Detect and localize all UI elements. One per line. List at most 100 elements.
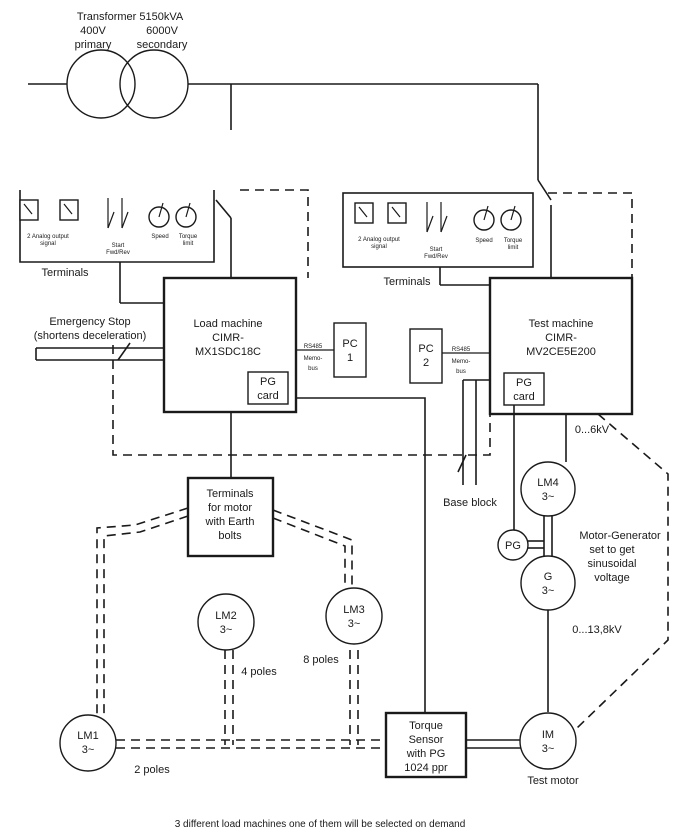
test-machine-inverter: Test machine CIMR- MV2CE5E200 PG card	[488, 276, 634, 416]
transformer-title: Transformer 5150kVA	[77, 11, 184, 23]
pc2-label: PC	[418, 343, 433, 355]
pc1-number: 1	[347, 352, 353, 364]
test-machine-contactor	[537, 179, 552, 201]
fwd-rev-label: Fwd/Rev	[106, 250, 130, 256]
motor-terminals-box: Terminals for motor with Earth bolts	[186, 412, 275, 558]
generator-label: G	[544, 571, 553, 583]
left-control-panel: 2 Analog output signal Start Fwd/Rev Spe…	[19, 190, 215, 304]
im-label: IM	[542, 729, 554, 741]
lm2-label: LM2	[215, 610, 236, 622]
motor-generator-note: voltage	[594, 572, 629, 584]
load-machine-inverter: Load machine CIMR- MX1SDC18C PG card	[162, 276, 298, 414]
test-motor: IM 3~	[519, 712, 577, 770]
torque-sensor-label: Sensor	[409, 734, 444, 746]
pg-card-label: PG	[260, 376, 276, 388]
pg-card-label: card	[513, 391, 534, 403]
im-phase: 3~	[542, 743, 555, 755]
voltage-0-6kv: 0...6kV	[575, 424, 610, 436]
base-block: Base block	[443, 379, 497, 509]
lm4-motor	[520, 461, 576, 517]
transformer-secondary-label: secondary	[137, 39, 188, 51]
lm1-motor: LM1 3~	[59, 714, 117, 772]
analog-output-label: signal	[371, 244, 387, 250]
load-machine-model-code: MX1SDC18C	[195, 346, 261, 358]
speed-label: Speed	[151, 234, 168, 240]
lm4-phase: 3~	[542, 491, 555, 503]
control-dashed-lines	[112, 189, 633, 456]
generator	[520, 555, 576, 611]
torque-label: Torque	[504, 238, 523, 244]
load-machine-contactor	[215, 199, 232, 219]
encoder-wiring	[296, 397, 515, 713]
pc1-bus-label: Memo-	[304, 356, 323, 362]
motor-generator-note: set to get	[589, 544, 634, 556]
pg-card-label: PG	[516, 377, 532, 389]
lm1-poles: 2 poles	[134, 764, 170, 776]
pc2-bus-label: Memo-	[452, 359, 471, 365]
base-block-label: Base block	[443, 497, 497, 509]
left-terminals-label: Terminals	[41, 267, 89, 279]
pc2: PC 2 RS485 Memo- bus	[409, 328, 490, 384]
pc2-bus-label: bus	[456, 369, 466, 375]
start-label: Start	[430, 247, 443, 253]
torque-sensor-label: Torque	[409, 720, 443, 732]
pc2-number: 2	[423, 357, 429, 369]
torque-sensor-label: with PG	[406, 748, 446, 760]
transformer-primary-label: primary	[75, 39, 112, 51]
emergency-stop: Emergency Stop (shortens deceleration)	[34, 316, 164, 361]
pc1-label: PC	[342, 338, 357, 350]
speed-label: Speed	[475, 238, 492, 244]
test-pg-card	[503, 372, 545, 406]
emergency-stop-note: (shortens deceleration)	[34, 330, 147, 342]
analog-output-label: 2 Analog output	[358, 237, 400, 243]
fwd-rev-switch-icon	[121, 211, 129, 229]
transformer: Transformer 5150kVA 400V primary 6000V s…	[28, 11, 189, 119]
lm2-motor: LM2 3~	[197, 593, 255, 651]
supply-wiring	[188, 83, 552, 280]
torque-sensor: Torque Sensor with PG 1024 ppr	[384, 711, 521, 779]
motor-generator-set: LM4 3~ PG G 3~	[497, 461, 576, 712]
pc2-bus-label: RS485	[452, 347, 471, 353]
fwd-rev-switch-icon	[440, 215, 448, 233]
lm2-poles: 4 poles	[241, 666, 277, 678]
load-shaft	[116, 739, 386, 749]
lm1-phase: 3~	[82, 744, 95, 756]
analog-output-label: signal	[40, 241, 56, 247]
pg-label: PG	[505, 540, 521, 552]
pg-encoder	[497, 529, 529, 561]
torque-sensor-label: 1024 ppr	[404, 762, 448, 774]
lm3-label: LM3	[343, 604, 364, 616]
test-motor-label: Test motor	[527, 775, 579, 787]
lm4-label: LM4	[537, 477, 558, 489]
lm3-motor: LM3 3~	[325, 587, 383, 645]
transformer-secondary-voltage: 6000V	[146, 25, 178, 37]
load-machine-feeds	[96, 507, 359, 745]
emergency-stop-switch-icon	[117, 342, 131, 361]
motor-generator-note: Motor-Generator	[579, 530, 661, 542]
lm2-phase: 3~	[220, 624, 233, 636]
motor-terminals-label: Terminals	[206, 488, 254, 500]
right-terminals-label: Terminals	[383, 276, 431, 288]
motor-terminals-label: with Earth	[205, 516, 255, 528]
generator-phase: 3~	[542, 585, 555, 597]
motor-generator-note: sinusoidal	[588, 558, 637, 570]
pc1-bus-label: RS485	[304, 344, 323, 350]
torque-label: Torque	[179, 234, 198, 240]
pc1: PC 1 RS485 Memo- bus	[296, 322, 367, 378]
start-switch-icon	[107, 211, 115, 229]
diagram-caption: 3 different load machines one of them wi…	[175, 819, 466, 830]
fwd-rev-label: Fwd/Rev	[424, 254, 448, 260]
analog-output-label: 2 Analog output	[27, 234, 69, 240]
lm1-label: LM1	[77, 730, 98, 742]
load-machine-title: Load machine	[193, 318, 262, 330]
transformer-primary-voltage: 400V	[80, 25, 106, 37]
pc1-bus-label: bus	[308, 366, 318, 372]
base-block-switch-icon	[457, 454, 467, 473]
lm3-phase: 3~	[348, 618, 361, 630]
torque-label: limit	[183, 241, 194, 247]
test-machine-title: Test machine	[529, 318, 594, 330]
pg-card-label: card	[257, 390, 278, 402]
torque-label: limit	[508, 245, 519, 251]
lm3-poles: 8 poles	[303, 654, 339, 666]
